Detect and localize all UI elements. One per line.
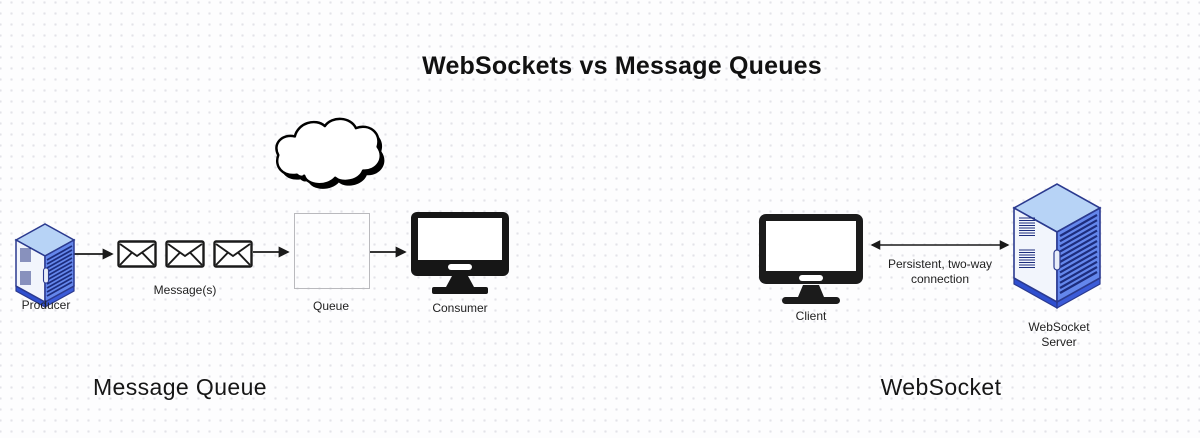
client-label: Client [795, 309, 827, 323]
diagram-title: WebSockets vs Message Queues [422, 52, 822, 80]
producer-label: Producer [21, 298, 71, 312]
envelope-icon [117, 240, 157, 268]
websocket-section-label: WebSocket [880, 374, 1002, 400]
connection-label: Persistent, two-way connection [887, 257, 993, 286]
server-tower-icon [14, 223, 76, 309]
websocket-server-label: WebSocket Server [1028, 320, 1090, 349]
server-tower-icon [1012, 183, 1102, 310]
queue-box [294, 213, 370, 289]
envelope-icon [213, 240, 253, 268]
monitor-icon [411, 212, 509, 294]
envelope-icon [165, 240, 205, 268]
consumer-label: Consumer [432, 301, 488, 315]
messages-label: Message(s) [153, 283, 217, 297]
message-queue-section-label: Message Queue [93, 374, 267, 400]
cloud-icon [275, 117, 385, 189]
queue-label: Queue [312, 299, 350, 313]
monitor-icon [759, 214, 863, 304]
